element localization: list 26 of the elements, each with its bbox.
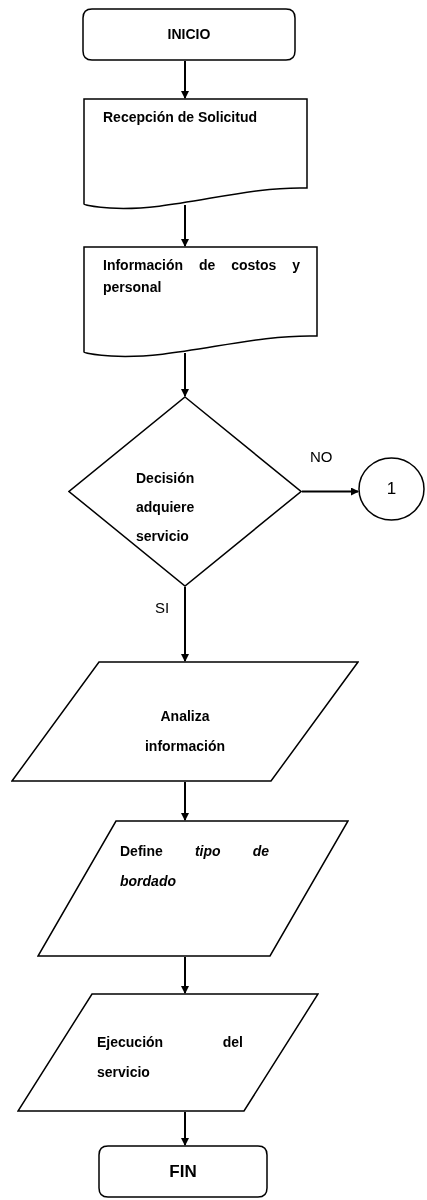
arrow [181, 352, 189, 397]
arrow [181, 956, 189, 994]
arrow [301, 487, 359, 496]
arrow [181, 60, 189, 99]
data-parallelogram [11, 661, 359, 782]
data-parallelogram [17, 993, 319, 1112]
node-text: FIN [168, 1160, 198, 1183]
node-text: Decisión adquiere servicio [136, 469, 196, 546]
data-parallelogram [37, 820, 349, 957]
end-terminal [98, 1145, 268, 1198]
node-text: Información de costos y personal [103, 256, 300, 297]
document-box [83, 246, 318, 358]
node-text: Ejecución del servicio [97, 1033, 243, 1082]
node-text: Recepción de Solicitud [103, 108, 259, 127]
arrow [181, 586, 189, 662]
arrow [181, 204, 189, 247]
arrow [181, 1111, 189, 1146]
arrow [181, 781, 189, 821]
node-text: 1 [385, 478, 398, 501]
document-box [83, 98, 308, 210]
connector-circle [358, 457, 425, 521]
start-terminal [82, 8, 296, 61]
node-text: INICIO [166, 25, 212, 44]
node-text: Define tipo de bordado [120, 842, 269, 891]
decision-diamond [68, 396, 302, 587]
node-text: Analiza información [143, 707, 227, 756]
